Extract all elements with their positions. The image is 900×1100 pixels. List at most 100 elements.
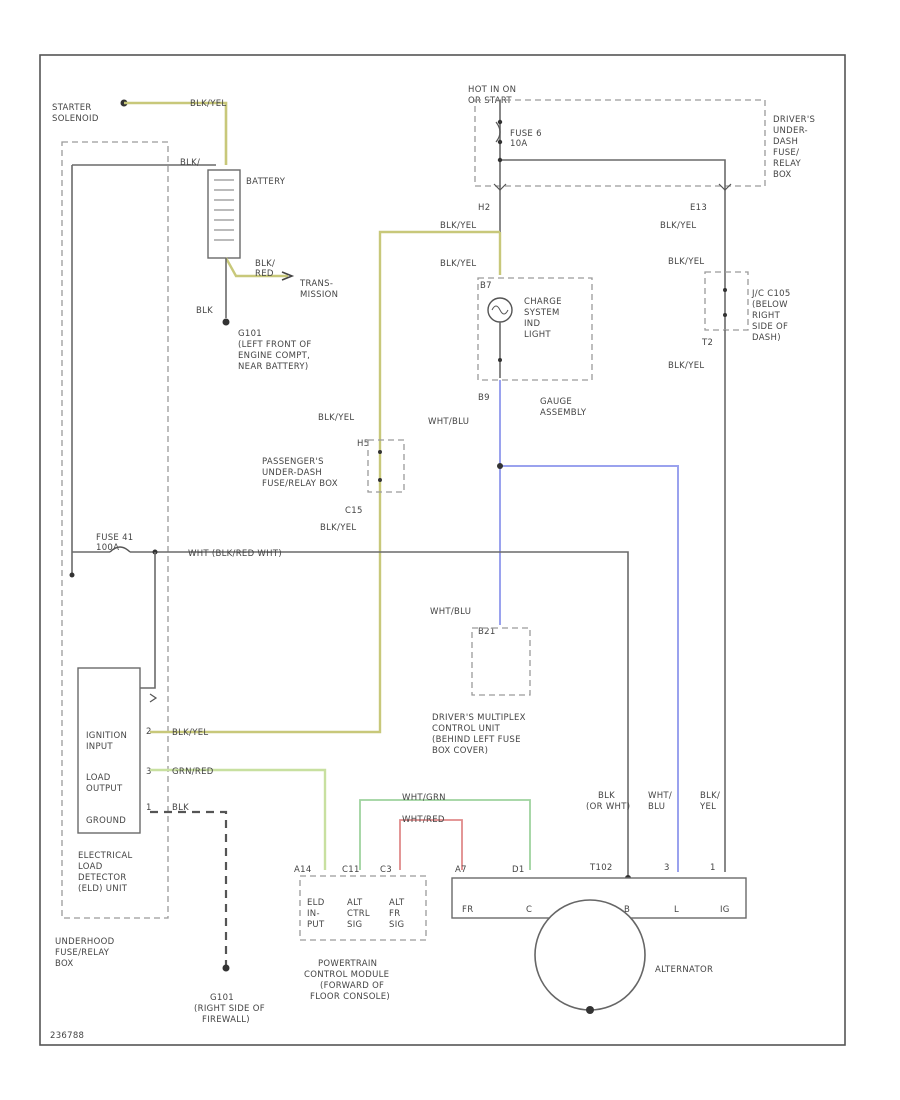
e13-pin-label: E13 xyxy=(690,203,707,213)
alternator-section: BLK(OR WHT) WHT/BLU BLK/YEL T102 3 1 FR … xyxy=(451,791,747,1014)
footer-code: 236788 xyxy=(50,1031,84,1041)
eld-ground-label: GROUND xyxy=(86,816,126,826)
wire-pcm-c11-alt-fr xyxy=(359,799,531,870)
c15-pin-label: C15 xyxy=(345,506,363,516)
ground-g101 xyxy=(222,318,230,326)
h5-pin-label: H5 xyxy=(357,439,369,449)
b9-pin-label: B9 xyxy=(478,393,490,403)
eld-wire-gnd-label: BLK xyxy=(172,803,189,813)
wire-eld-load xyxy=(150,768,327,870)
wire-jc-label: BLK/YEL xyxy=(668,257,704,267)
alt-term-c: C xyxy=(526,905,532,915)
wire-blk-red-label: BLK/RED xyxy=(255,259,275,279)
alternator-icon xyxy=(534,899,646,1011)
jc-box-outline xyxy=(704,271,749,331)
alt-pin-3: 3 xyxy=(664,863,670,873)
pcm-pin-a7: A7 xyxy=(455,865,467,875)
wire-charge-light-label: BLK/YEL xyxy=(440,259,476,269)
alt-pin-1: 1 xyxy=(710,863,716,873)
gauge-box-outline xyxy=(477,277,593,381)
underhood-box-outline xyxy=(61,141,169,919)
pcm-pin-c11: C11 xyxy=(342,865,360,875)
wire-wht-grn-label: WHT/GRN xyxy=(402,793,446,803)
alt-pin-t102: T102 xyxy=(589,863,613,873)
wire-c15-label: BLK/YEL xyxy=(320,523,356,533)
eld-pin-3: 3 xyxy=(146,767,152,777)
alt-wire-whtblu-label: WHT/BLU xyxy=(648,791,672,812)
alt-term-ig: IG xyxy=(720,905,730,915)
battery-icon xyxy=(207,169,241,259)
alt-wire-blkyel-label: BLK/YEL xyxy=(699,791,720,812)
multiplex-box-outline xyxy=(471,627,531,696)
battery-label: BATTERY xyxy=(246,177,286,187)
dash-fuse-box-outline xyxy=(474,99,766,187)
wire-battery-trans xyxy=(224,257,288,278)
pcm-pin-a14: A14 xyxy=(294,865,312,875)
h2-pin-label: H2 xyxy=(478,203,490,213)
eld-wire-ign-label: BLK/YEL xyxy=(172,728,208,738)
eld-pin-2: 2 xyxy=(146,727,152,737)
alt-term-l: L xyxy=(674,905,679,915)
pcm-box-outline xyxy=(299,875,427,941)
eld-wire-load-label: GRN/RED xyxy=(172,767,214,777)
wire-wht-blu-label: WHT/BLU xyxy=(428,417,469,427)
wire-eld-ground xyxy=(150,810,228,968)
wire-wht-red-label: WHT/RED xyxy=(402,815,445,825)
trans-mission-label: TRANS-MISSION xyxy=(299,279,338,300)
alt-wire-blk-label: BLK(OR WHT) xyxy=(586,791,630,812)
pcm-pin-c3: C3 xyxy=(380,865,392,875)
ground-g101-firewall xyxy=(222,964,230,972)
alt-term-b: B xyxy=(624,905,630,915)
wire-fuse41-label: WHT (BLK/RED WHT) xyxy=(188,549,282,559)
alt-term-fr: FR xyxy=(462,905,473,915)
wire-starter-label: BLK/YEL xyxy=(190,99,226,109)
eld-unit-box xyxy=(77,667,141,834)
fuse6-icon xyxy=(495,121,501,143)
pcm-pin-d1: D1 xyxy=(512,865,525,875)
blk-ground-label: BLK xyxy=(196,306,213,316)
wire-h2-label: BLK/YEL xyxy=(440,221,476,231)
diagram-frame xyxy=(39,54,846,1046)
eld-pin-1: 1 xyxy=(146,803,152,813)
wire-h5-label: BLK/YEL xyxy=(318,413,354,423)
wire-starter-battery xyxy=(124,101,228,165)
alternator-label: ALTERNATOR xyxy=(655,965,713,975)
t2-pin-label: T2 xyxy=(701,338,713,348)
wire-fuse41-to-alt-b xyxy=(130,551,629,878)
wire-b21-label: WHT/BLU xyxy=(430,607,471,617)
wire-t2-label: BLK/YEL xyxy=(668,361,704,371)
wire-e13-label: BLK/YEL xyxy=(660,221,696,231)
wire-battery-feed-label: BLK/ xyxy=(180,158,200,168)
passenger-box-outline xyxy=(367,439,405,493)
b7-pin-label: B7 xyxy=(480,281,492,291)
b21-pin-label: B21 xyxy=(478,627,496,637)
